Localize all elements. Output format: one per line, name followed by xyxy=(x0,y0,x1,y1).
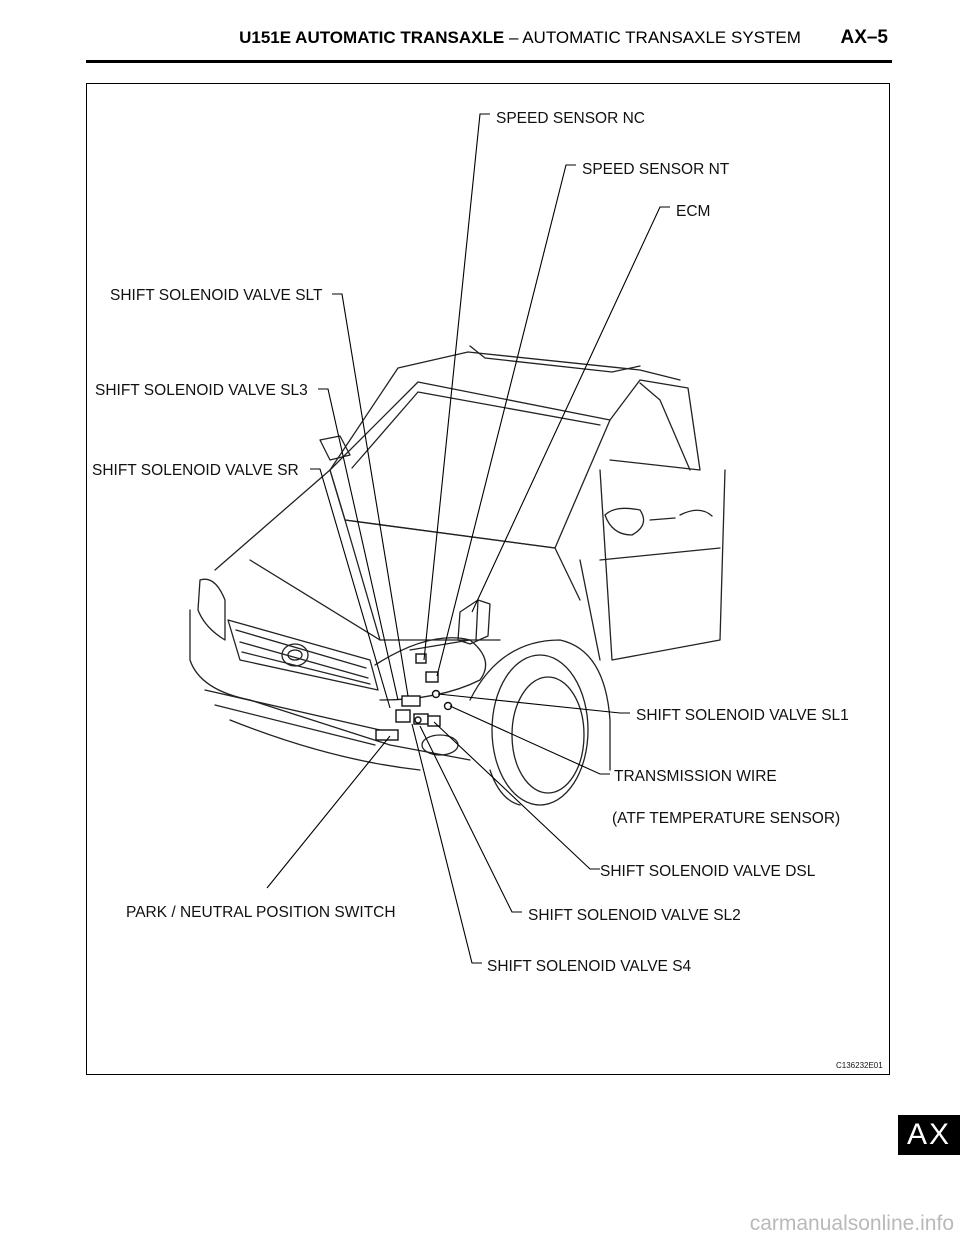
watermark: carmanualsonline.info xyxy=(749,1212,954,1235)
label-shift-solenoid-valve-sl2: SHIFT SOLENOID VALVE SL2 xyxy=(528,907,741,924)
label-speed-sensor-nt: SPEED SENSOR NT xyxy=(582,161,730,178)
component-cluster xyxy=(375,653,453,741)
leader-speed-sensor-nc xyxy=(423,113,490,661)
leader-sr xyxy=(310,468,391,709)
leader-park-neutral xyxy=(266,735,391,889)
leader-dsl xyxy=(433,721,600,870)
leader-speed-sensor-nt xyxy=(436,164,576,677)
header-title-bold: U151E AUTOMATIC TRANSAXLE xyxy=(239,28,505,47)
page-number: AX–5 xyxy=(840,27,888,48)
leader-ecm xyxy=(471,206,670,613)
leader-lines xyxy=(266,113,670,964)
vehicle-illustration xyxy=(189,345,726,806)
leader-sl2 xyxy=(419,725,522,913)
label-shift-solenoid-valve-s4: SHIFT SOLENOID VALVE S4 xyxy=(487,958,692,975)
leader-transmission-wire xyxy=(449,705,610,775)
page-header-title: U151E AUTOMATIC TRANSAXLE – AUTOMATIC TR… xyxy=(220,28,820,48)
figure-code: C136232E01 xyxy=(836,1061,883,1070)
label-transmission-wire: TRANSMISSION WIRE xyxy=(614,768,777,785)
leader-s4 xyxy=(411,723,482,964)
label-shift-solenoid-valve-sr: SHIFT SOLENOID VALVE SR xyxy=(92,462,299,479)
leader-slt xyxy=(332,293,409,697)
label-ecm: ECM xyxy=(676,203,710,220)
section-tab: AX xyxy=(898,1115,960,1155)
label-park-neutral-position-switch: PARK / NEUTRAL POSITION SWITCH xyxy=(126,904,396,921)
header-divider xyxy=(86,60,892,63)
leader-sl3 xyxy=(318,388,399,701)
label-shift-solenoid-valve-sl1: SHIFT SOLENOID VALVE SL1 xyxy=(636,707,849,724)
header-title-rest: AUTOMATIC TRANSAXLE SYSTEM xyxy=(522,28,801,47)
label-shift-solenoid-valve-dsl: SHIFT SOLENOID VALVE DSL xyxy=(600,863,816,880)
label-shift-solenoid-valve-sl3: SHIFT SOLENOID VALVE SL3 xyxy=(95,382,308,399)
leader-sl1 xyxy=(437,693,630,714)
label-shift-solenoid-valve-slt: SHIFT SOLENOID VALVE SLT xyxy=(110,287,323,304)
label-speed-sensor-nc: SPEED SENSOR NC xyxy=(496,110,645,127)
figure-frame xyxy=(86,83,890,1075)
header-title-separator: – xyxy=(508,28,519,47)
label-atf-temperature-sensor: (ATF TEMPERATURE SENSOR) xyxy=(612,810,840,827)
